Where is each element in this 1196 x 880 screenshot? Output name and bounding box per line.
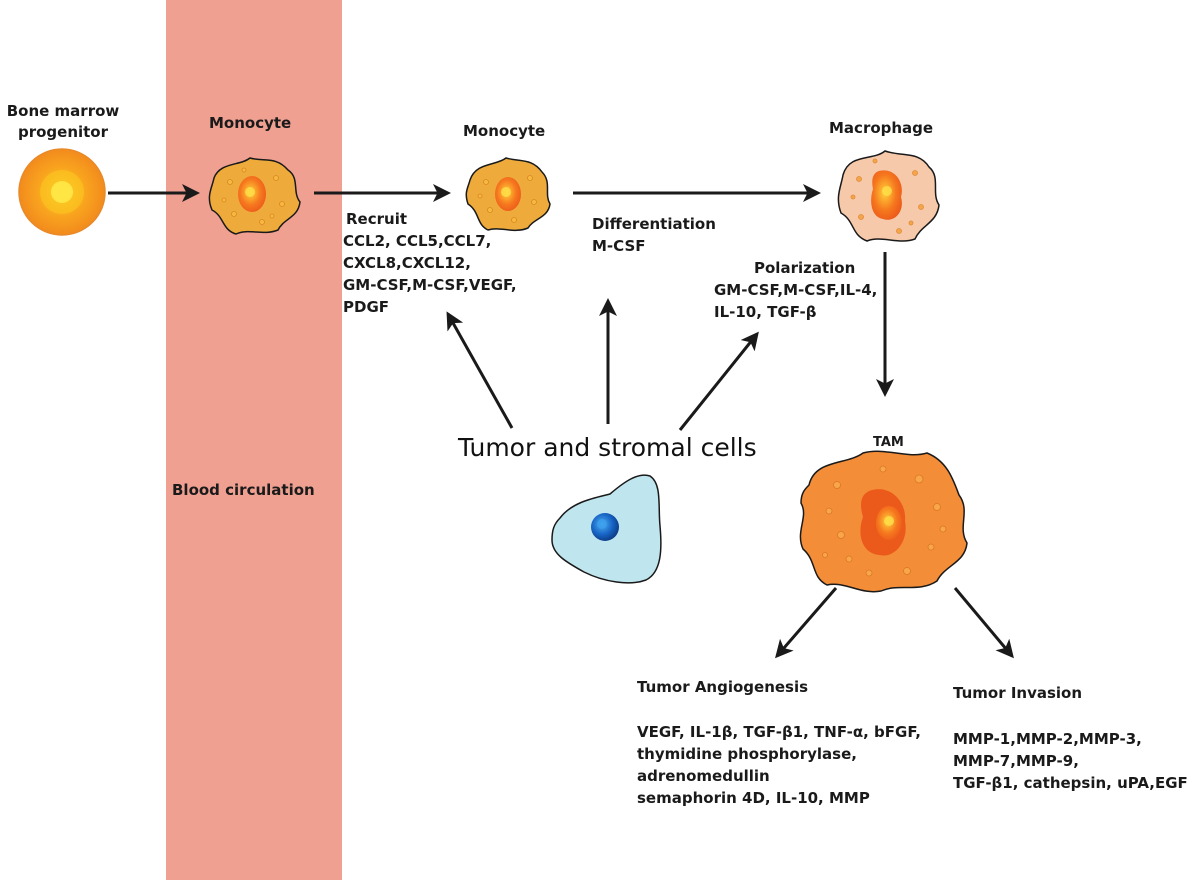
invasion-block: MMP-1,MMP-2,MMP-3, MMP-7,MMP-9, TGF-β1, … (953, 728, 1188, 794)
angiogenesis-title: Tumor Angiogenesis (637, 678, 809, 696)
monocyte-blood-cell (208, 157, 301, 235)
monocyte-blood-label: Monocyte (209, 114, 292, 132)
invasion-line: MMP-1,MMP-2,MMP-3, (953, 730, 1142, 748)
differentiation-block: Differentiation M-CSF (592, 213, 716, 257)
macrophage-cell (837, 150, 940, 242)
recruit-line: GM-CSF,M-CSF,VEGF, (343, 276, 517, 294)
angiogenesis-block: VEGF, IL-1β, TGF-β1, TNF-α, bFGF, thymid… (637, 721, 921, 809)
stromal-cell (551, 474, 662, 584)
recruit-line: PDGF (343, 298, 390, 316)
arrow-stromal-to-polarization (678, 331, 759, 431)
blood-circulation-band (166, 0, 342, 880)
polarization-line: GM-CSF,M-CSF,IL-4, (714, 281, 878, 299)
angiogenesis-line: thymidine phosphorylase, (637, 745, 857, 763)
monocyte-tissue-cell (465, 157, 551, 232)
tumor-stromal-label: Tumor and stromal cells (458, 433, 757, 462)
recruit-line: CXCL8,CXCL12, (343, 254, 471, 272)
bone-marrow-label: Bone marrow progenitor (0, 101, 126, 143)
tam-cell (799, 450, 968, 593)
invasion-line: MMP-7,MMP-9, (953, 752, 1079, 770)
arrow-tam-to-invasion (953, 587, 1014, 659)
differentiation-line: M-CSF (592, 237, 646, 255)
polarization-title: Polarization (754, 259, 856, 277)
arrow-stromal-to-recruit (446, 311, 514, 429)
bone-marrow-progenitor-cell (18, 148, 106, 236)
recruit-block: Recruit CCL2, CCL5,CCL7, CXCL8,CXCL12, G… (343, 208, 517, 318)
recruit-title: Recruit (346, 210, 408, 228)
bone-marrow-label-line2: progenitor (17, 123, 109, 141)
recruit-line: CCL2, CCL5,CCL7, (343, 232, 492, 250)
macrophage-label: Macrophage (829, 119, 934, 137)
blood-circulation-label: Blood circulation (172, 481, 315, 499)
differentiation-title: Differentiation (592, 215, 716, 233)
angiogenesis-line: VEGF, IL-1β, TGF-β1, TNF-α, bFGF, (637, 723, 921, 741)
arrows (108, 184, 1014, 659)
monocyte-tissue-label: Monocyte (463, 122, 546, 140)
arrow-tam-to-angiogenesis (775, 587, 838, 659)
angiogenesis-line: adrenomedullin (637, 767, 770, 785)
invasion-line: TGF-β1, cathepsin, uPA,EGF (953, 774, 1188, 792)
polarization-block: Polarization GM-CSF,M-CSF,IL-4, IL-10, T… (714, 257, 877, 323)
bone-marrow-label-line1: Bone marrow (6, 102, 120, 120)
polarization-line: IL-10, TGF-β (714, 303, 817, 321)
angiogenesis-line: semaphorin 4D, IL-10, MMP (637, 789, 870, 807)
invasion-title: Tumor Invasion (953, 684, 1083, 702)
tam-label: TAM (873, 435, 904, 450)
